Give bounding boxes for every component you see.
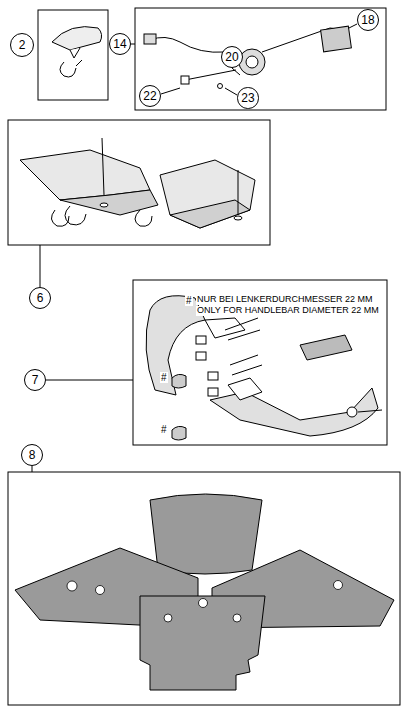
callout-text: 22 xyxy=(143,90,156,102)
callout-number: 23 xyxy=(237,87,258,108)
part-frame xyxy=(8,472,400,705)
footnote-mark: # xyxy=(160,424,168,435)
callout-number: 7 xyxy=(24,369,46,391)
callout-number: 18 xyxy=(357,9,379,31)
callout-number: 8 xyxy=(21,444,43,466)
callout-text: 20 xyxy=(225,51,238,63)
callout-text: 2 xyxy=(19,39,26,51)
note-text: ONLY FOR HANDLEBAR DIAMETER 22 MM xyxy=(196,306,380,316)
callout-text: 18 xyxy=(361,14,374,26)
callout-number: 22 xyxy=(139,85,161,107)
note-text: NUR BEI LENKERDURCHMESSER 22 MM xyxy=(196,295,374,305)
callout-number: 2 xyxy=(10,33,34,57)
footnote-mark: # xyxy=(160,372,168,383)
callout-number: 6 xyxy=(29,287,51,309)
callout-number: 14 xyxy=(109,33,131,55)
part-frame xyxy=(135,8,386,110)
footnote-mark: # xyxy=(185,295,193,306)
callout-number: 20 xyxy=(221,46,243,68)
callout-text: 14 xyxy=(113,38,126,50)
part-frame xyxy=(38,10,108,100)
callout-text: 8 xyxy=(29,449,36,461)
part-frame xyxy=(8,120,270,245)
callout-text: 7 xyxy=(32,374,39,386)
callout-text: 6 xyxy=(37,292,44,304)
part-frame xyxy=(133,280,387,445)
callout-text: 23 xyxy=(241,92,254,104)
